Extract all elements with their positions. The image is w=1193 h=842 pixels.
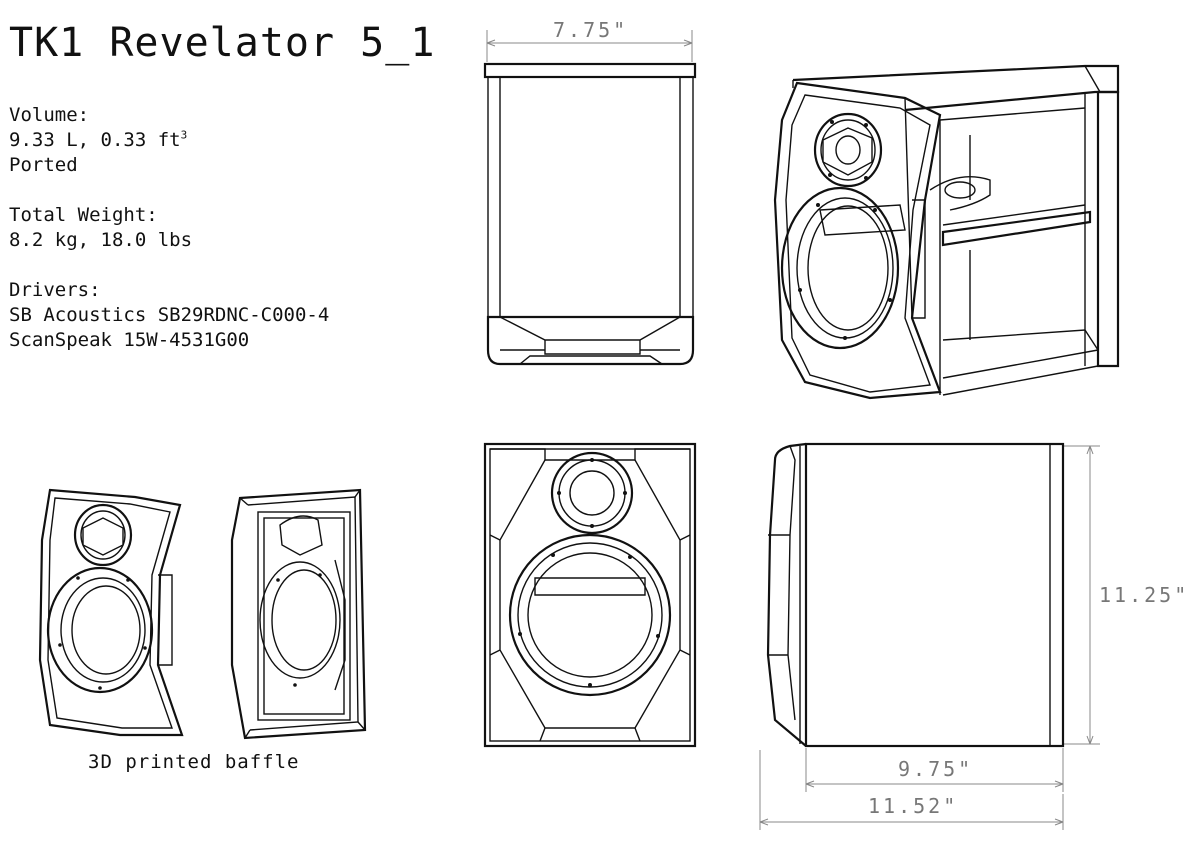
drivers-label: Drivers:: [9, 279, 101, 301]
spec-list: Volume: 9.33 L, 0.33 ft3 Ported Total We…: [9, 103, 329, 353]
dimension-line-top-width: [486, 30, 693, 62]
driver-woofer: ScanSpeak 15W-4531G00: [9, 329, 250, 351]
dimension-line-depth-inner: [805, 748, 1064, 792]
dim-height: 11.25": [1099, 583, 1190, 607]
side-view: [766, 442, 1065, 748]
enclosure-type: Ported: [9, 154, 78, 176]
dim-top-width: 7.75": [553, 18, 629, 42]
weight-value: 8.2 kg, 18.0 lbs: [9, 229, 193, 251]
driver-tweeter: SB Acoustics SB29RDNC-C000-4: [9, 304, 330, 326]
volume-value-line: 9.33 L, 0.33 ft3: [9, 128, 329, 153]
top-view: [483, 62, 697, 366]
dim-depth-inner: 9.75": [898, 757, 974, 781]
page-title: TK1 Revelator 5_1: [9, 20, 436, 66]
volume-label: Volume:: [9, 104, 90, 126]
volume-value: 9.33 L, 0.33 ft: [9, 129, 181, 151]
dim-depth-total: 11.52": [868, 794, 959, 818]
dimension-line-depth-total: [759, 750, 1064, 830]
weight-label: Total Weight:: [9, 204, 158, 226]
baffle-rear-3d: [230, 488, 367, 740]
volume-exponent: 3: [180, 128, 188, 142]
baffle-front-3d: [38, 488, 184, 737]
front-view: [483, 442, 697, 748]
isometric-view: [773, 64, 1120, 400]
dimension-line-height: [1063, 445, 1100, 745]
baffle-caption: 3D printed baffle: [88, 751, 300, 773]
